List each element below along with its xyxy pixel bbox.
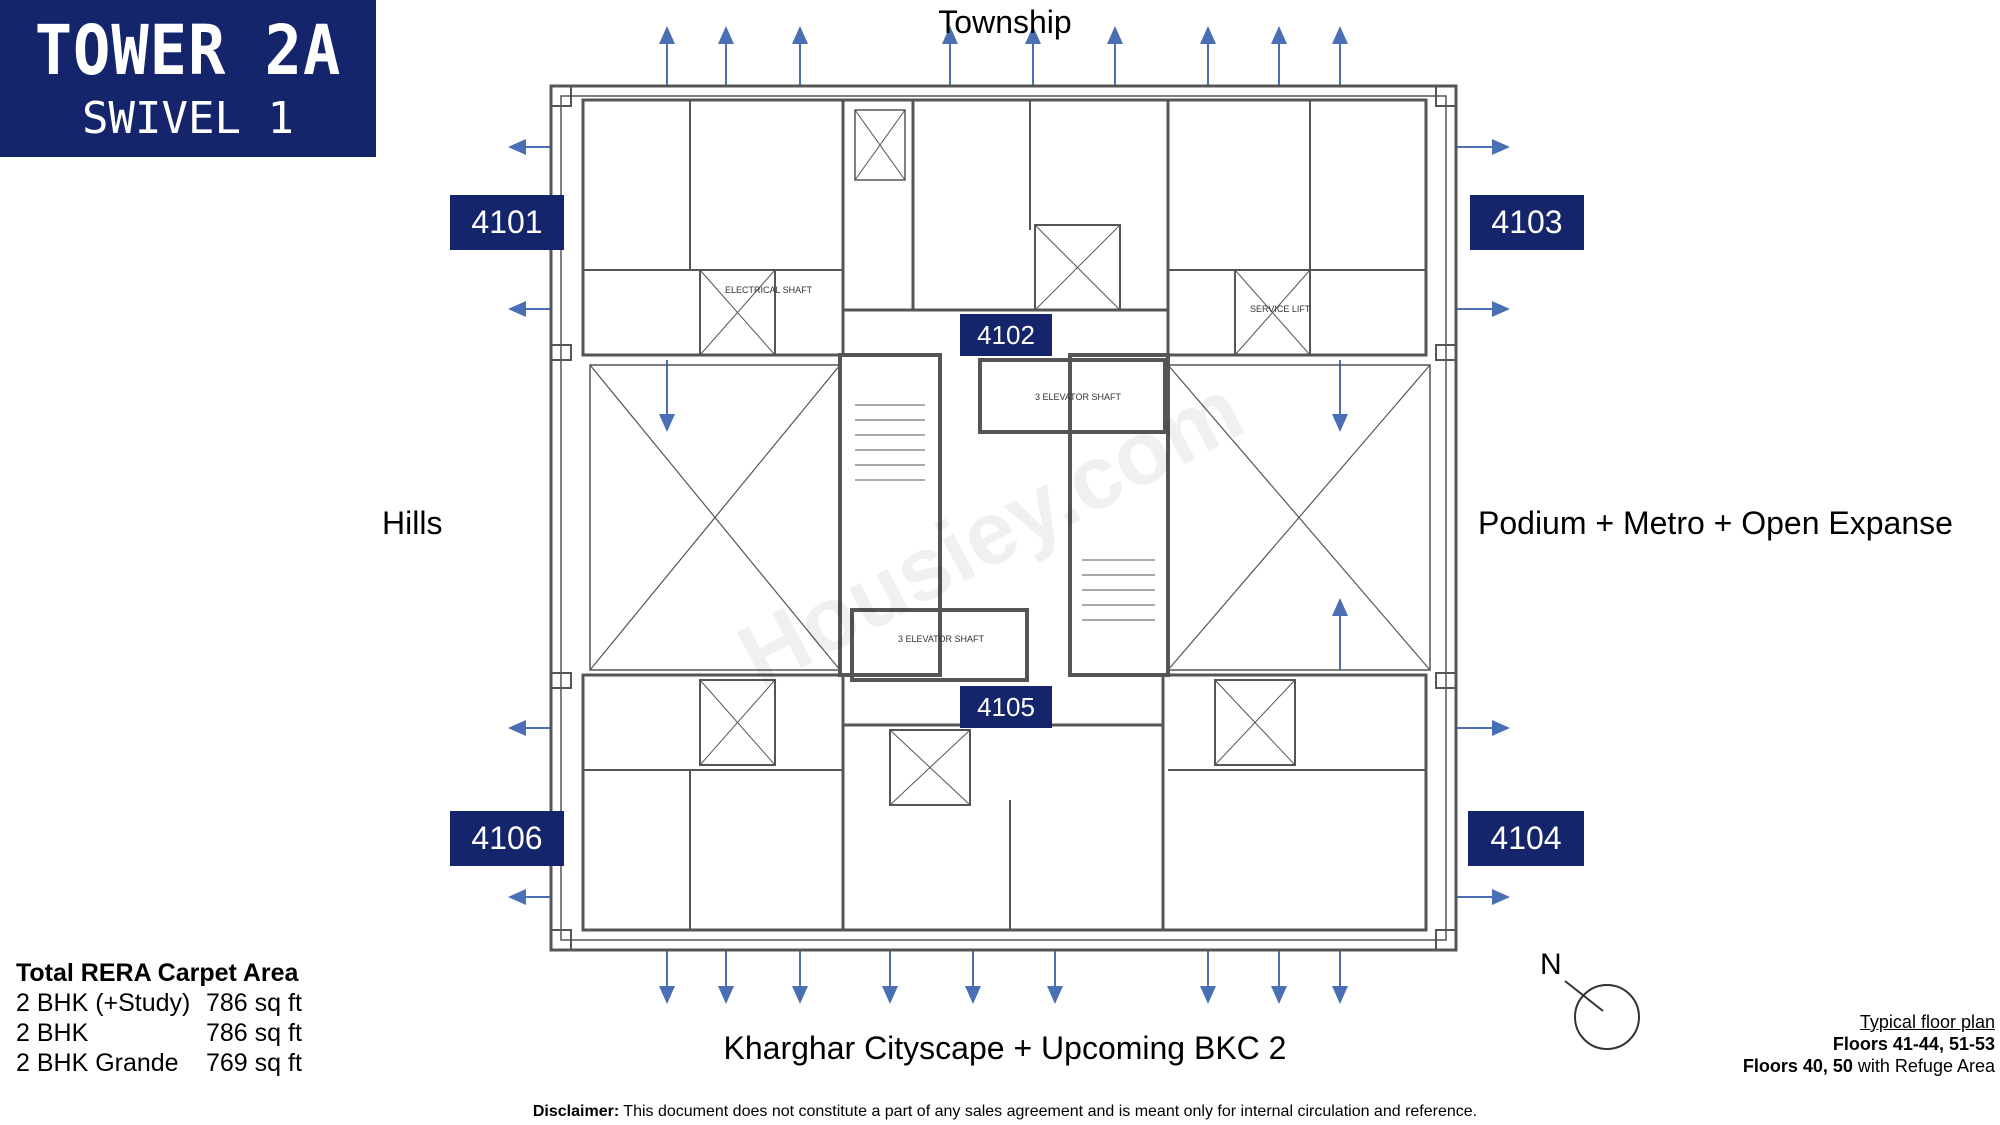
plan-walls [549,84,1458,952]
tower-title-box: TOWER 2A SWIVEL 1 [0,0,376,157]
carpet-area-row: 2 BHK 786 sq ft [16,1018,302,1048]
carpet-area-table: Total RERA Carpet Area 2 BHK (+Study) 786… [16,958,302,1078]
flat-label-4103: 4103 [1470,195,1584,250]
flat-label-4102: 4102 [960,314,1052,356]
service-lift-label: SERVICE LIFT [1250,304,1311,314]
swivel-name: SWIVEL 1 [82,93,294,144]
unit-area: 769 sq ft [206,1049,302,1077]
flat-label-4105: 4105 [960,686,1052,728]
floor-note-title: Typical floor plan [1859,1012,1995,1032]
unit-area: 786 sq ft [206,1019,302,1047]
view-arrows [508,26,1510,1004]
flat-label-4106: 4106 [450,811,564,866]
floor-note-floors: Floors 41-44, 51-53 [1832,1034,1995,1054]
unit-type: 2 BHK (+Study) [16,989,191,1017]
unit-area: 786 sq ft [206,989,302,1017]
carpet-area-heading: Total RERA Carpet Area [16,959,299,987]
electrical-shaft-label: ELECTRICAL SHAFT [725,285,813,295]
direction-top: Township [938,4,1072,40]
watermark: Housiey.com [723,359,1259,707]
tower-name: TOWER 2A [34,10,342,91]
unit-type: 2 BHK Grande [16,1049,179,1077]
compass [1564,980,1640,1050]
floor-note-refuge: Floors 40, 50 with Refuge Area [1743,1055,1995,1077]
refuge-text: with Refuge Area [1852,1056,1995,1076]
floor-note: Typical floor plan Floors 41-44, 51-53 F… [1743,1011,1995,1077]
elevator-shaft-top-label: 3 ELEVATOR SHAFT [1035,392,1122,402]
direction-bottom: Kharghar Cityscape + Upcoming BKC 2 [723,1030,1287,1066]
refuge-floors: Floors 40, 50 [1742,1056,1853,1076]
carpet-area-row: 2 BHK (+Study) 786 sq ft [16,988,302,1018]
flat-label-4101: 4101 [450,195,564,250]
unit-type: 2 BHK [16,1019,89,1047]
direction-right: Podium + Metro + Open Expanse [1478,505,1953,541]
compass-north-label: N [1540,948,1562,981]
disclaimer: Disclaimer: This document does not const… [0,1103,2000,1121]
elevator-shaft-bottom-label: 3 ELEVATOR SHAFT [898,634,985,644]
carpet-area-row: 2 BHK Grande 769 sq ft [16,1048,302,1078]
flat-label-4104: 4104 [1468,811,1584,866]
disclaimer-text: This document does not constitute a part… [619,1103,1478,1120]
direction-left: Hills [382,505,443,541]
disclaimer-label: Disclaimer: [532,1103,620,1120]
